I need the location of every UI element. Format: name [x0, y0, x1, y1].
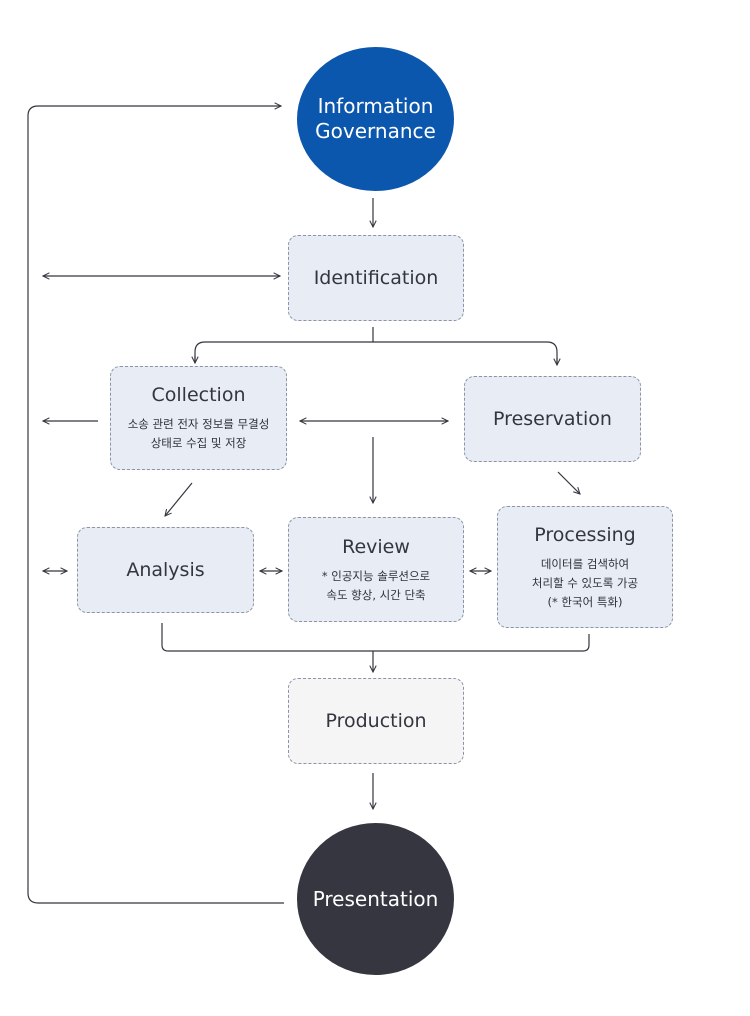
merge-connector: [161, 623, 590, 652]
identification-node: Identification: [288, 235, 464, 321]
identification-label: Identification: [313, 267, 439, 289]
review-description: * 인공지능 솔루션으로 속도 향상, 시간 단축: [321, 568, 431, 602]
analysis-label: Analysis: [126, 559, 205, 581]
processing-label: Processing: [534, 523, 636, 546]
processing-node: Processing 데이터를 검색하여 처리할 수 있도록 가공 (* 한국어…: [497, 506, 673, 628]
split-connector: [194, 327, 558, 365]
collection-label: Collection: [151, 384, 246, 406]
preservation-label: Preservation: [493, 408, 612, 430]
presentation-node: Presentation: [297, 823, 454, 975]
arrow-collection-to-analysis: [165, 482, 193, 516]
processing-description: 데이터를 검색하여 처리할 수 있도록 가공 (* 한국어 특화): [531, 556, 639, 609]
review-label: Review: [342, 535, 410, 558]
collection-node: Collection 소송 관련 전자 정보를 무결성 상태로 수집 및 저장: [110, 366, 287, 470]
production-node: Production: [288, 678, 464, 764]
review-node: Review * 인공지능 솔루션으로 속도 향상, 시간 단축: [288, 517, 464, 622]
preservation-node: Preservation: [464, 376, 641, 462]
presentation-label: Presentation: [312, 886, 439, 911]
collection-description: 소송 관련 전자 정보를 무결성 상태로 수집 및 저장: [127, 417, 270, 450]
arrow-preservation-to-processing: [557, 471, 580, 494]
production-label: Production: [325, 710, 427, 732]
analysis-node: Analysis: [77, 527, 254, 613]
loop-connector: [27, 106, 284, 904]
